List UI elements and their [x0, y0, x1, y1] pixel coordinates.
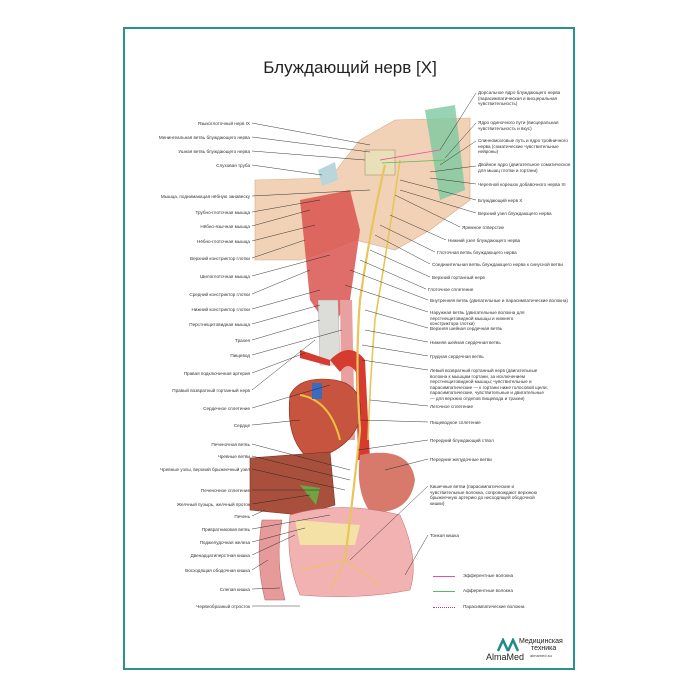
label-glossopharyngeal-nerve: Языкоглоточный нерв IX [197, 121, 250, 126]
label-jugular-foramen: Яремное отверстие [462, 225, 505, 230]
label-nucleus-ambiguus: Двойное ядро (двигательное соматическое … [478, 162, 571, 173]
label-gallbladder: Желчный пузырь, желчный проток [176, 502, 250, 507]
liver [249, 451, 336, 516]
label-connecting-branch: Соединительная ветвь блуждающего нерва к… [432, 262, 563, 267]
label-superior-laryngeal: Верхний гортанный нерв [432, 275, 485, 280]
label-hepatic-plexus: Печеночное сплетение [200, 488, 250, 493]
label-celiac-ganglia: Чревные узлы, верхний брыжеечный узел [160, 467, 250, 472]
almamed-logo-icon [497, 638, 519, 652]
label-hepatic-branch: Печеночная ветвь [211, 442, 250, 447]
label-right-subclavian-artery: Правая подключичная артерия [183, 371, 250, 376]
label-dorsal-nucleus: Дорсальное ядро блуждающего нерва (парас… [478, 90, 561, 107]
label-inferior-constrictor: Нижний констриктор глотки [191, 307, 250, 312]
label-palatoglossus: Нёбно-язычная мышца [200, 224, 250, 229]
label-esophageal-plexus: Пищеводное сплетение [430, 420, 481, 425]
heart [288, 378, 362, 461]
legend-parasympathetic-swatch [433, 607, 455, 608]
poster-title: Блуждающий нерв [X] [263, 58, 437, 77]
subclavian-artery [300, 350, 330, 366]
label-pharyngeal-plexus: Глоточное сплетение [428, 287, 474, 292]
label-solitary-nucleus: Ядро одиночного пути (висцеральная чувст… [478, 120, 559, 131]
ascending-colon [258, 519, 286, 601]
right-leader-lines [344, 92, 477, 576]
label-levator-veli-palatini: Мышца, поднимающая нёбную занавеску [160, 194, 250, 199]
legend-parasympathetic-label: Парасимпатические волокна [463, 604, 525, 609]
label-pulmonary-plexus: Легочное сплетение [430, 404, 474, 409]
label-auditory-tube: Слуховая труба [216, 163, 250, 168]
label-salpingopharyngeus: Трубно-глоточная мышца [195, 210, 251, 215]
label-internal-branch: Внутренняя ветвь (двигательные и парасим… [430, 298, 568, 303]
label-superior-constrictor: Верхний констриктор глотки [190, 256, 250, 261]
label-cardiac-plexus: Сердечное сплетение [203, 406, 250, 411]
vagus-nerve-trunk [343, 164, 387, 561]
ear-tube [318, 162, 338, 186]
legend-efferent-label: Эфферентные волокна [463, 573, 514, 578]
label-intestinal-branches: Кишечные ветви (парасимпатические и чувс… [430, 484, 538, 506]
legend-efferent-swatch [433, 576, 455, 577]
label-left-recurrent-laryngeal: Левый возвратный гортанный нерв (двигате… [430, 368, 548, 401]
label-esophagus: Пищевод [230, 353, 250, 358]
stomach [358, 452, 415, 513]
logo-line2: техника [531, 645, 557, 652]
label-inferior-ganglion: Нижний узел блуждающего нерва [448, 238, 521, 243]
left-leader-lines [251, 122, 371, 607]
label-trachea: Трахея [235, 338, 250, 343]
legend-afferent-swatch [433, 591, 455, 592]
label-cricothyroid: Перстнещитовидная мышца [189, 322, 250, 327]
label-auricular-branch: Ушная ветвь блуждающего нерва [178, 149, 250, 154]
label-anterior-gastric-branches: Передние желудочные ветви [430, 457, 492, 462]
label-inferior-cervical-cardiac: Нижняя шейная сердечная ветвь [430, 340, 501, 345]
label-superior-ganglion: Верхний узел блуждающего нерва [478, 211, 552, 216]
label-stylopharyngeus: Шилоглоточная мышца [200, 274, 250, 279]
label-pancreas: Поджелудочная железа [199, 540, 250, 545]
label-accessory-root: Черепной корешок добавочного нерва XI [478, 182, 566, 187]
label-right-recurrent-laryngeal: Правый возвратный гортанный нерв [172, 388, 250, 393]
brainstem [425, 105, 465, 200]
label-trigeminal-nucleus: Спинномозговые путь и ядро тройничного н… [478, 138, 568, 155]
label-duodenum: Двенадцатиперстная кишка [190, 553, 250, 558]
legend-afferent-label: Афферентные волокна [463, 588, 513, 593]
label-superior-cervical-cardiac: Верхняя шейная сердечная ветвь [430, 326, 503, 331]
logo-site: almamed.su [530, 653, 552, 658]
label-heart: Сердце [233, 423, 250, 428]
label-appendix: Червеобразный отросток [196, 604, 250, 609]
label-meningeal-branch: Менингеальная ветвь блуждающего нерва [158, 135, 250, 140]
logo-brand: AlmaMed [486, 652, 525, 662]
label-pharyngeal-branch: Глоточная ветвь блуждающего нерва [437, 250, 517, 255]
label-cecum: Слепая кишка [219, 587, 250, 592]
label-liver: Печень [234, 514, 250, 519]
label-thoracic-cardiac: Грудная сердечная ветвь [430, 354, 484, 359]
label-ascending-colon: Восходящая ободочная кишка [185, 568, 250, 573]
label-celiac-branches: Чревные ветви [217, 454, 250, 459]
label-pyloric-branch: Привратниковая ветвь [201, 527, 250, 532]
label-external-branch: Наружная ветвь (двигательные волокна для… [430, 310, 525, 327]
label-vagus-nerve: Блуждающий нерв X [478, 198, 523, 203]
label-middle-constrictor: Средний констриктор глотки [189, 292, 250, 297]
small-intestine [288, 507, 414, 597]
logo-line1: Медицинская [519, 638, 563, 645]
label-anterior-vagal-trunk: Передний блуждающий ствол [430, 438, 494, 443]
label-palatopharyngeus: Нёбно-глоточная мышца [197, 239, 250, 244]
pancreas [295, 520, 360, 545]
label-small-intestine: Тонкая кишка [430, 533, 459, 538]
